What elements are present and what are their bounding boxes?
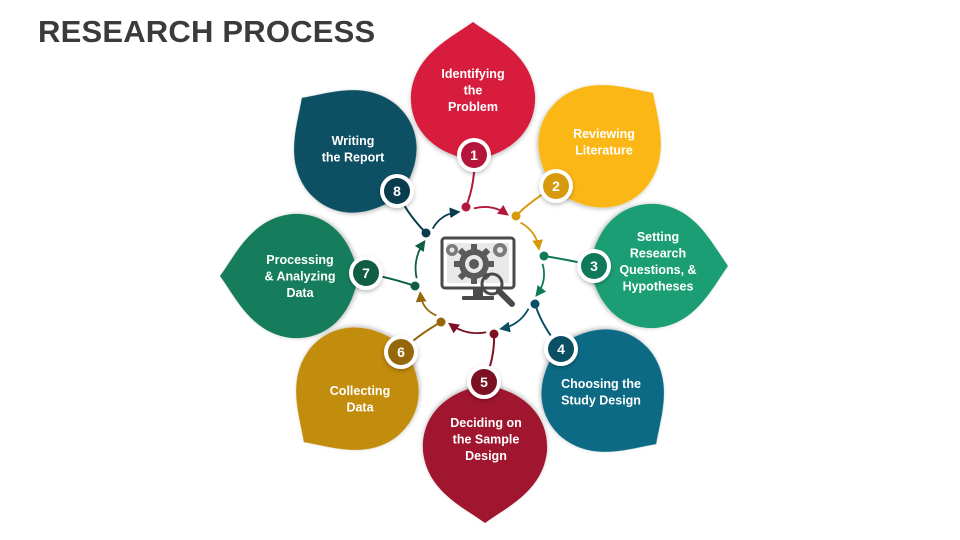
step-label-line: Design	[465, 449, 507, 463]
step-badge-7: 7	[349, 256, 383, 290]
step-badge-3: 3	[577, 249, 611, 283]
connector-dot-8	[421, 228, 431, 238]
step-number: 8	[393, 183, 401, 199]
step-label-line: Questions, &	[619, 263, 696, 277]
step-label-line: Literature	[575, 144, 633, 158]
badge-fill	[353, 260, 379, 286]
step-badge-5: 5	[467, 365, 501, 399]
petal-step-2	[538, 85, 661, 208]
step-number: 7	[362, 265, 370, 281]
petal-step-1	[410, 22, 536, 160]
step-number: 6	[397, 344, 405, 360]
petal-shape-7	[220, 213, 358, 339]
step-number: 1	[470, 147, 478, 163]
step-badge-1: 1	[457, 138, 491, 172]
step-label-line: Deciding on	[450, 416, 522, 430]
petal-step-7	[220, 213, 358, 339]
badge-fill	[471, 369, 497, 395]
step-label-line: the Sample	[453, 433, 520, 447]
petal-shape-5	[422, 385, 548, 523]
petal-shape-1	[410, 22, 536, 160]
step-label-line: Choosing the	[561, 377, 641, 391]
page-title: RESEARCH PROCESS	[38, 14, 376, 49]
petal-shape-2	[538, 85, 661, 208]
step-badge-4: 4	[544, 332, 578, 366]
step-badge-8: 8	[380, 174, 414, 208]
flow-arrow-4	[499, 308, 530, 333]
step-label-line: Problem	[448, 100, 498, 114]
step-number: 5	[480, 374, 488, 390]
badge-fill	[461, 142, 487, 168]
badge-fill	[384, 178, 410, 204]
petal-shape-3	[590, 203, 728, 329]
step-number: 3	[590, 258, 598, 274]
flow-arrow-5	[448, 322, 487, 335]
step-badge-6: 6	[384, 335, 418, 369]
flow-arrow-1	[473, 204, 509, 216]
step-label-line: the	[464, 84, 483, 98]
connector-dot-3	[539, 251, 549, 261]
step-label-line: Hypotheses	[623, 280, 694, 294]
step-number: 2	[552, 178, 560, 194]
badge-fill	[581, 253, 607, 279]
badge-fill	[548, 336, 574, 362]
step-label-line: Data	[286, 286, 314, 300]
step-label-line: Research	[630, 247, 686, 261]
connector-dot-5	[489, 329, 499, 339]
badges-layer: 1 2 3 4 5 6 7 8	[349, 138, 611, 399]
step-label-line: the Report	[322, 151, 385, 165]
step-label-line: Collecting	[330, 384, 390, 398]
connector-dot-6	[436, 317, 446, 327]
flow-arrow-6	[415, 291, 437, 317]
step-label-line: Identifying	[441, 67, 504, 81]
step-label-line: Study Design	[561, 394, 641, 408]
badge-fill	[388, 339, 414, 365]
step-label-line: Processing	[266, 253, 333, 267]
step-label-line: Writing	[332, 134, 375, 148]
connector-dot-4	[530, 299, 540, 309]
badge-fill	[543, 173, 569, 199]
connector-dot-2	[511, 211, 521, 221]
flow-arrow-8	[431, 207, 461, 230]
connector-dot-7	[410, 281, 420, 291]
step-badge-2: 2	[539, 169, 573, 203]
flow-arrow-2	[520, 221, 544, 251]
connector-dot-1	[461, 202, 471, 212]
step-label-line: Data	[346, 401, 374, 415]
step-label-line: & Analyzing	[264, 270, 335, 284]
step-label-8: Writing the Report	[322, 134, 385, 165]
step-label-line: Setting	[637, 230, 679, 244]
flow-arrow-7	[414, 240, 426, 279]
step-label-line: Reviewing	[573, 127, 635, 141]
gear-magnifier-monitor-icon	[440, 236, 516, 307]
petal-step-5	[422, 385, 548, 523]
step-number: 4	[557, 341, 565, 357]
petal-step-3	[590, 203, 728, 329]
flow-arrow-3	[535, 263, 547, 297]
